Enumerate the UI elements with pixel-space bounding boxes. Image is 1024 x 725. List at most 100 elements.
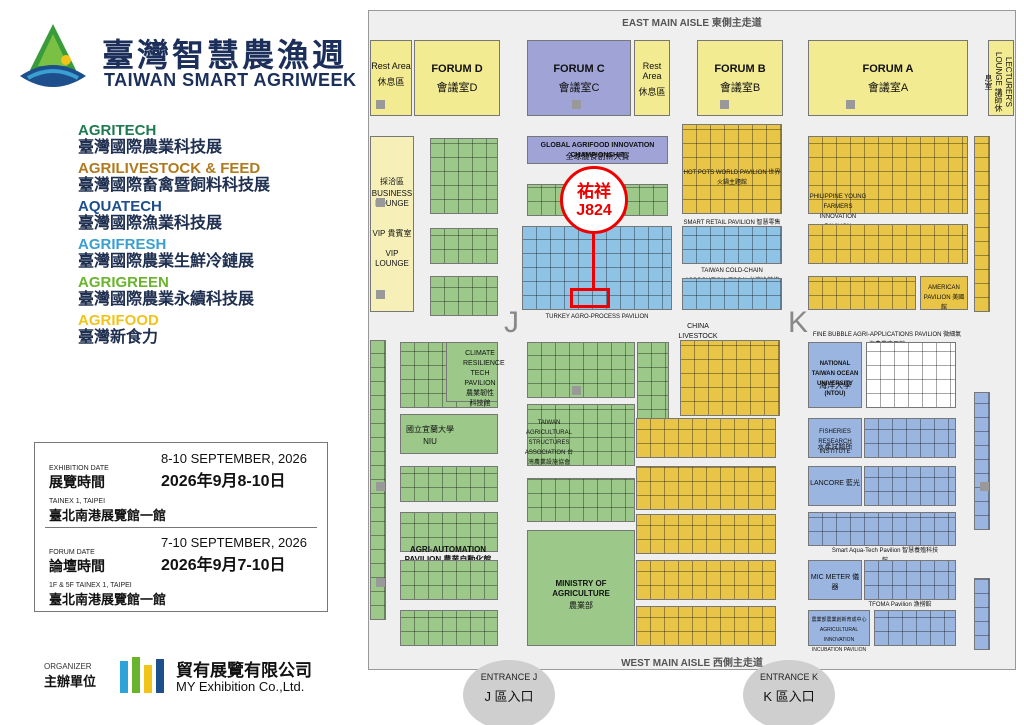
mic-meter-booth[interactable]: MIC METER 儀器	[808, 560, 862, 600]
organizer-name-en: MY Exhibition Co.,Ltd.	[176, 679, 305, 694]
booth-block-j500[interactable]	[400, 466, 498, 502]
championship-area[interactable]: GLOBAL AGRIFOOD INNOVATION CHAMPIONSHIP …	[527, 136, 668, 164]
pillar	[720, 100, 729, 109]
forum-a[interactable]: FORUM A 會議室A	[808, 40, 968, 116]
vip-label-zh: VIP 貴賓室	[372, 229, 412, 238]
brand-title-zh: 臺灣智慧農漁週	[102, 37, 348, 73]
entrance-k[interactable]: ENTRANCE K K 區入口	[743, 660, 835, 725]
fisheries-booth[interactable]: FISHERIES RESEARCH INSTITUTE 水產試驗所	[808, 418, 862, 458]
forum-venue-zh: 臺北南港展覽館一館	[49, 592, 167, 607]
structures-label: TAIWAN AGRICULTURAL STRUCTURES ASSOCIATI…	[524, 420, 574, 466]
booth-block-j700-center[interactable]	[527, 342, 635, 398]
booth-block-k600-navy[interactable]	[864, 418, 956, 458]
booth-block-j200[interactable]	[400, 560, 498, 600]
forum-d[interactable]: FORUM D 會議室D	[414, 40, 500, 116]
booth-block-k300-yellow[interactable]	[636, 514, 776, 554]
my-exhibition-logo-icon	[120, 657, 164, 693]
highlight-booth-number: J824	[576, 202, 612, 219]
pillar	[572, 386, 581, 395]
booth-block-j1100[interactable]	[430, 138, 498, 214]
exhibition-name-zh: 臺灣國際漁業科技展	[78, 215, 223, 232]
booth-block-k900-yellow[interactable]	[808, 224, 968, 264]
booth-block-j900[interactable]	[430, 228, 498, 264]
brand-header: 臺灣智慧農漁週 TAIWAN SMART AGRIWEEK	[14, 20, 357, 100]
pillar	[846, 100, 855, 109]
forum-b-label-en: FORUM B	[714, 63, 766, 75]
booth-block-k1100-yellow[interactable]	[682, 124, 782, 214]
booth-block-k100-yellow[interactable]	[636, 606, 776, 646]
ministry-of-agriculture[interactable]: MINISTRY OF AGRICULTURE 農業部	[527, 530, 635, 646]
climate-pavilion[interactable]: CLIMATE RESILIENCE TECH PAVILION 農業韌性科技館	[446, 342, 505, 407]
exhibition-name-en: AGRITECH	[78, 122, 157, 139]
booth-block-k200-navy[interactable]	[864, 560, 956, 600]
agri-innovation-booth[interactable]: 農業部農業創新育成中心 AGRICULTURAL INNOVATION INCU…	[808, 610, 870, 653]
booth-column-k000-navy-upper[interactable]	[974, 392, 990, 530]
ministry-label-en: MINISTRY OF AGRICULTURE	[552, 579, 610, 598]
booth-column-j700[interactable]	[370, 340, 386, 620]
rest-area-center[interactable]: Rest Area 休息區	[634, 40, 670, 116]
highlight-marker[interactable]: 祐祥 J824	[560, 166, 628, 234]
ntou-booth[interactable]: NATIONAL TAIWAN OCEAN UNIVERSITY (NTOU) …	[808, 342, 862, 408]
ministry-label-zh: 農業部	[569, 601, 593, 610]
pillar	[376, 198, 385, 207]
niu-booth[interactable]: 國立宜蘭大學 NIU	[400, 414, 498, 454]
agri-automation-label: AGRI-AUTOMATION PAVILION 農業自動化館	[405, 545, 492, 564]
exhibition-name-en: AGRIGREEN	[78, 274, 169, 291]
organizer-name-zh: 貿有展覽有限公司	[176, 661, 312, 680]
forum-date-zh: 2026年9月7-10日	[161, 557, 286, 574]
booth-block-k400-yellow[interactable]	[636, 466, 776, 510]
booth-block-j100[interactable]	[400, 610, 498, 646]
booth-block-k100-navy[interactable]	[874, 610, 956, 646]
business-lounge[interactable]: 採洽區 BUSINESS LOUNGE VIP 貴賓室 VIP LOUNGE	[370, 136, 414, 312]
booth-block-k1200-yellow[interactable]	[808, 136, 968, 214]
booth-block-k300-navy[interactable]	[808, 512, 956, 546]
forum-b[interactable]: FORUM B 會議室B	[697, 40, 783, 116]
booth-block-k700-yellow[interactable]	[680, 340, 780, 416]
booth-block-j400-center[interactable]	[527, 478, 635, 522]
highlight-company: 祐祥	[577, 182, 611, 201]
lecturers-lounge[interactable]: LECTURER'S LOUNGE 講師休息室	[984, 40, 1014, 116]
rest-area-center-label-zh: 休息區	[638, 87, 666, 97]
booth-column-k000-navy-lower[interactable]	[974, 578, 990, 650]
exhibition-name-zh: 臺灣新食力	[78, 329, 159, 346]
booth-block-j800[interactable]	[430, 276, 498, 316]
date-box: EXHIBITION DATE 展覽時間 8-10 SEPTEMBER, 202…	[34, 442, 328, 612]
booth-block-k700-white[interactable]	[866, 342, 956, 408]
forum-date-label-zh: 論壇時間	[49, 558, 105, 574]
pillar	[376, 578, 385, 587]
rest-area-west[interactable]: Rest Area 休息區	[370, 40, 412, 116]
lancore-booth[interactable]: LANCORE 藍光	[808, 466, 862, 506]
pillar	[980, 482, 989, 491]
booth-block-k800-yellow[interactable]	[808, 276, 916, 310]
brand-title-en: TAIWAN SMART AGRIWEEK	[104, 70, 357, 90]
booth-block-k200-yellow[interactable]	[636, 560, 776, 600]
highlight-pointer	[592, 234, 595, 290]
booth-column-k000-yellow[interactable]	[974, 136, 990, 312]
forum-date: FORUM DATE 論壇時間 7-10 SEPTEMBER, 2026 202…	[49, 535, 319, 608]
turkey-pavilion-label: TURKEY AGRO-PROCESS PAVILION	[545, 314, 649, 320]
booth-block-k400-navy[interactable]	[864, 466, 956, 506]
american-pavilion[interactable]: AMERICAN PAVILION 美國館	[920, 276, 968, 311]
ntou-label-en: NATIONAL TAIWAN OCEAN UNIVERSITY (NTOU)	[811, 361, 859, 397]
booth-block-k500-yellow[interactable]	[636, 418, 776, 458]
forum-date-en: 7-10 SEPTEMBER, 2026	[161, 535, 307, 550]
niu-label-zh: 國立宜蘭大學	[406, 425, 454, 434]
ntou-label-zh: 海洋大學	[819, 381, 851, 390]
niu-label-en: NIU	[423, 437, 437, 446]
forum-d-label-zh: 會議室D	[436, 82, 478, 94]
highlight-booth-outline[interactable]	[570, 288, 610, 308]
championship-label-en: GLOBAL AGRIFOOD INNOVATION CHAMPIONSHIP	[540, 142, 655, 159]
entrance-j[interactable]: ENTRANCE J J 區入口	[463, 660, 555, 725]
booth-block-j400[interactable]	[400, 512, 498, 552]
mic-meter-label: MIC METER 儀器	[810, 574, 860, 591]
booth-block-j600-center[interactable]	[527, 404, 635, 466]
booth-block-k900-blue[interactable]	[682, 226, 782, 264]
booth-block-k800-blue[interactable]	[682, 278, 782, 310]
exhibition-date-label-zh: 展覽時間	[49, 474, 105, 490]
